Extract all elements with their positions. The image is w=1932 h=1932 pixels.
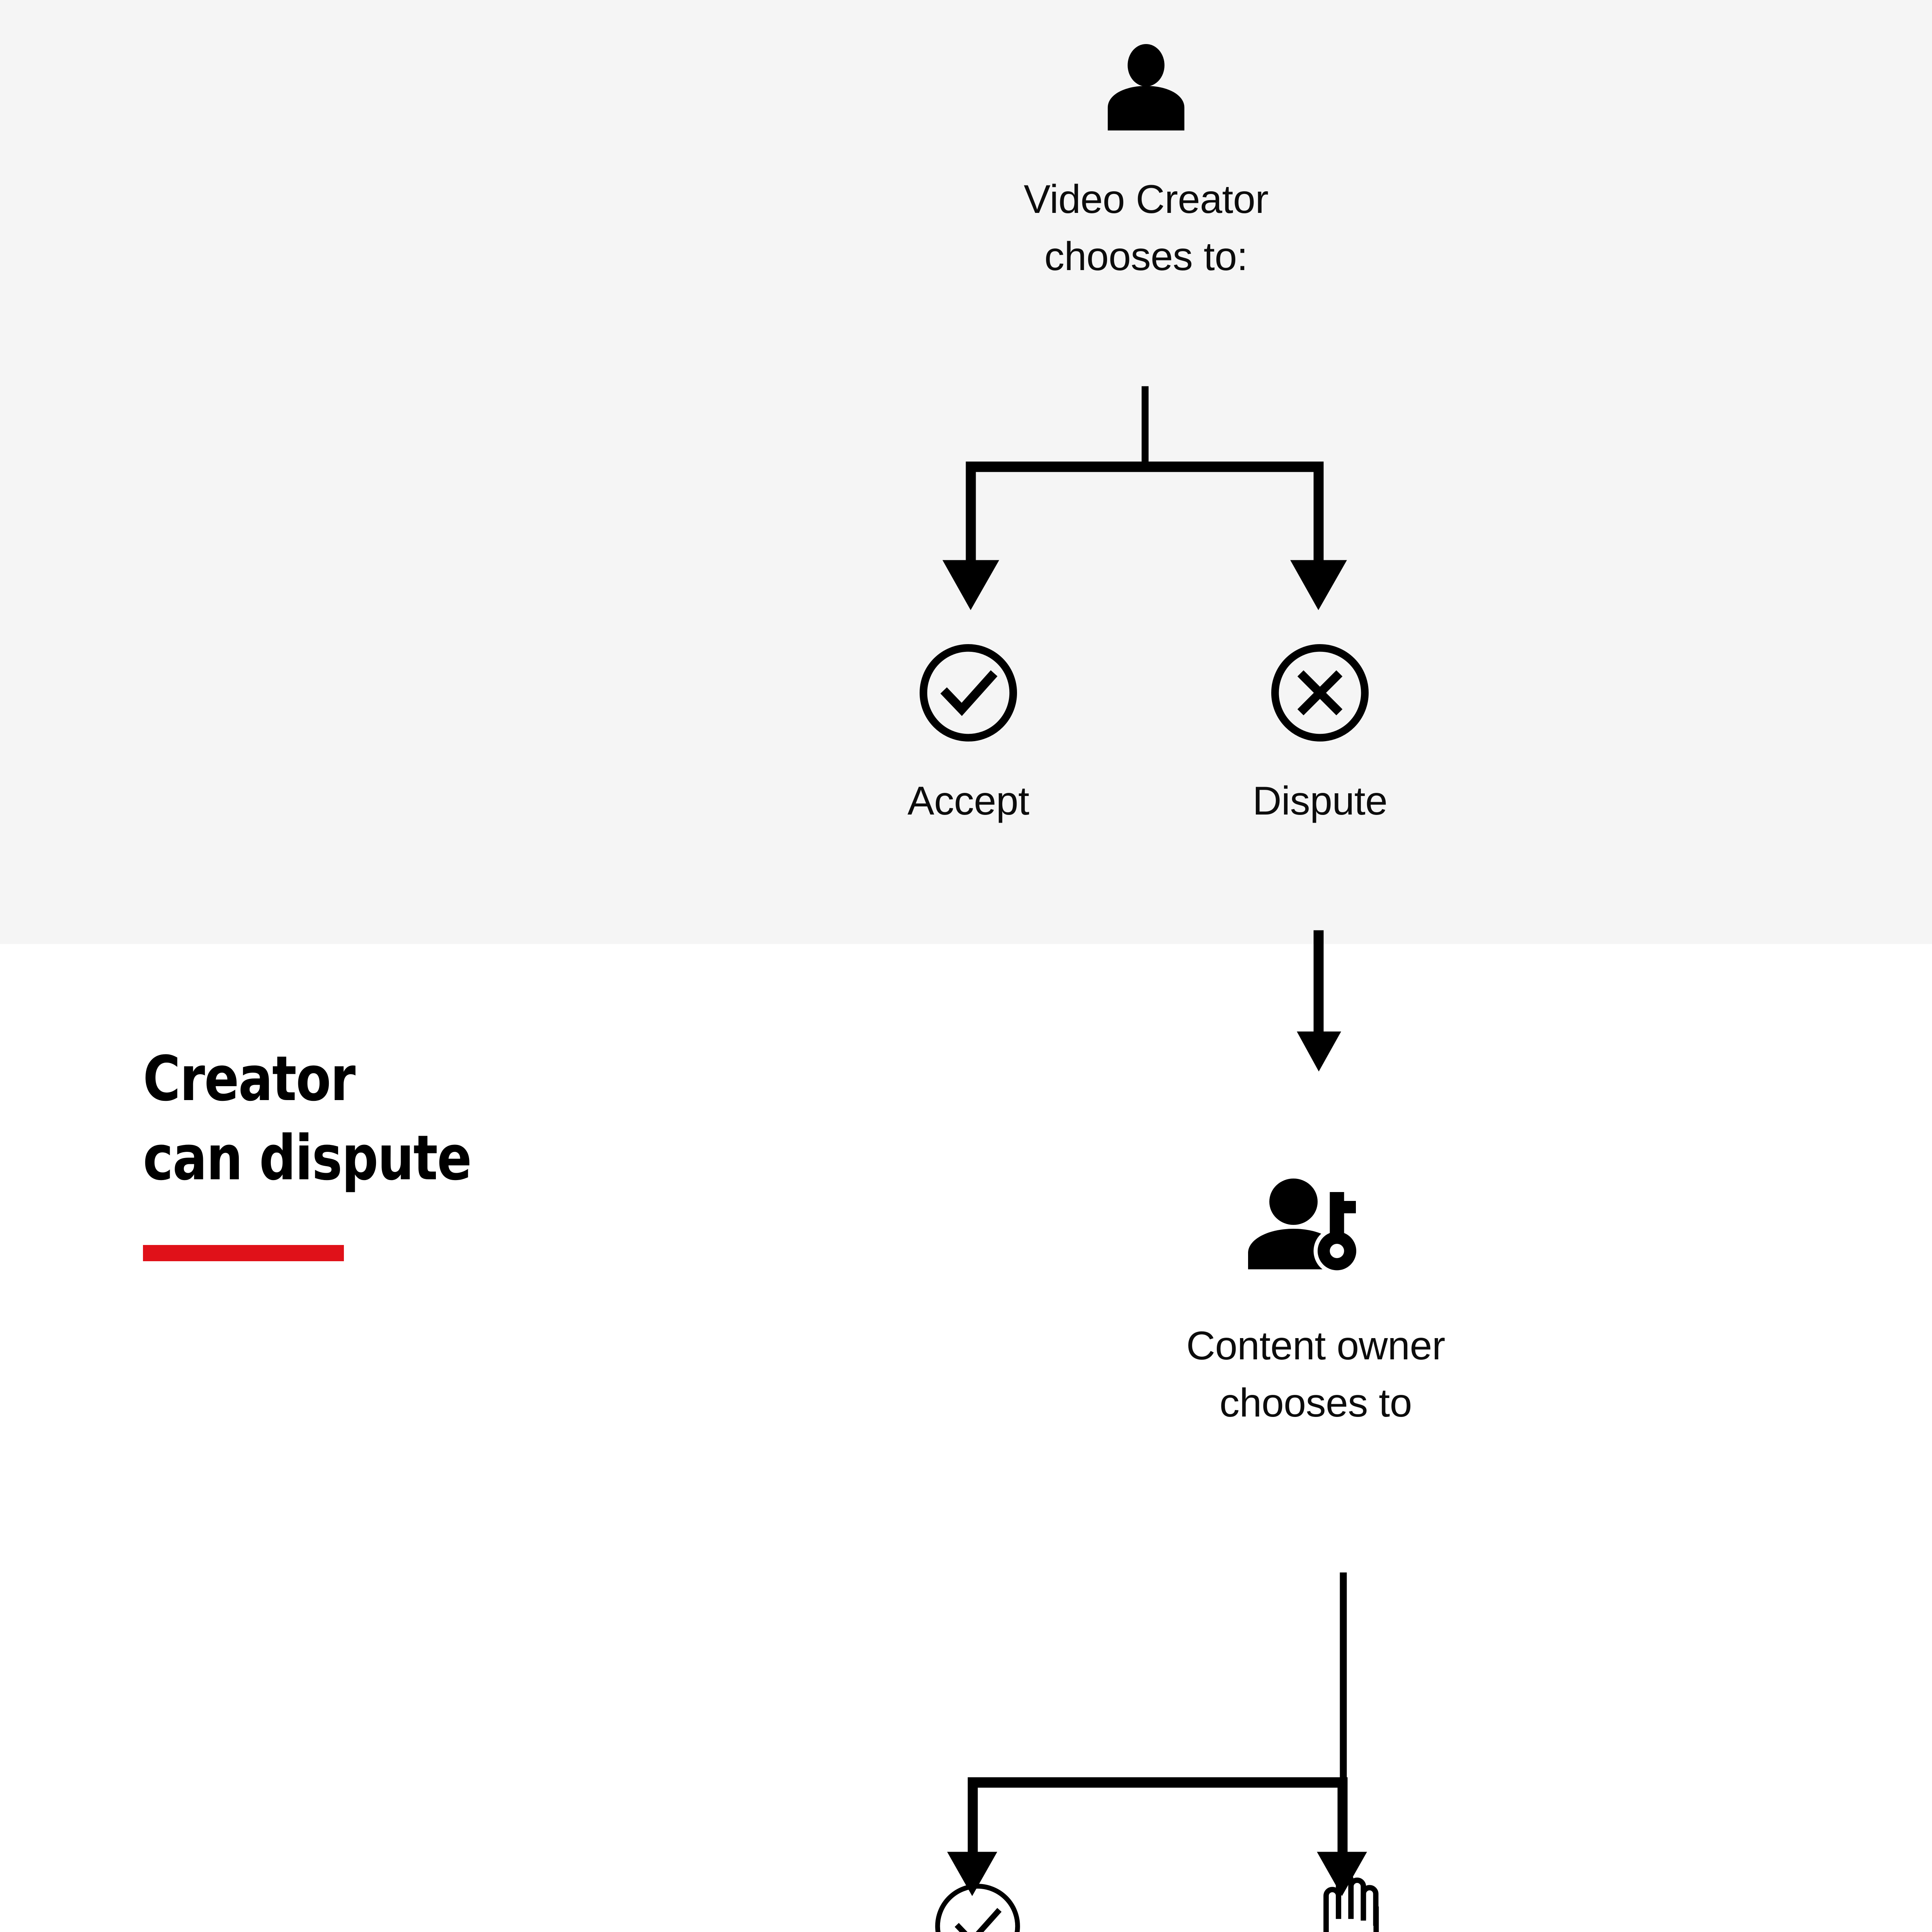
node-release-claim: Release claim (808, 1878, 1148, 1932)
node-uphold-claim: Uphold the claim (1155, 1866, 1542, 1932)
person-icon (1107, 44, 1185, 131)
node-dispute-label: Dispute (1252, 779, 1388, 823)
node-accept-label: Accept (907, 779, 1029, 823)
x-circle-icon (1271, 644, 1369, 742)
bottom-background-band (0, 944, 1932, 1932)
person-with-key-icon (1248, 1179, 1361, 1274)
node-video-creator: Video Creator chooses to: (906, 37, 1386, 285)
node-video-creator-label: Video Creator chooses to: (1024, 177, 1269, 279)
node-dispute: Dispute (1154, 638, 1486, 830)
check-circle-icon (919, 644, 1017, 742)
headline-line-2: can dispute (143, 1121, 472, 1194)
node-accept: Accept (794, 638, 1142, 830)
node-content-owner: Content owner chooses to (1078, 1175, 1553, 1432)
headline-accent-rule (143, 1245, 344, 1261)
node-content-owner-label: Content owner chooses to (1186, 1323, 1445, 1425)
raised-hand-icon (1323, 1871, 1379, 1932)
check-circle-icon (935, 1884, 1020, 1932)
headline-line-1: Creator (143, 1043, 355, 1115)
